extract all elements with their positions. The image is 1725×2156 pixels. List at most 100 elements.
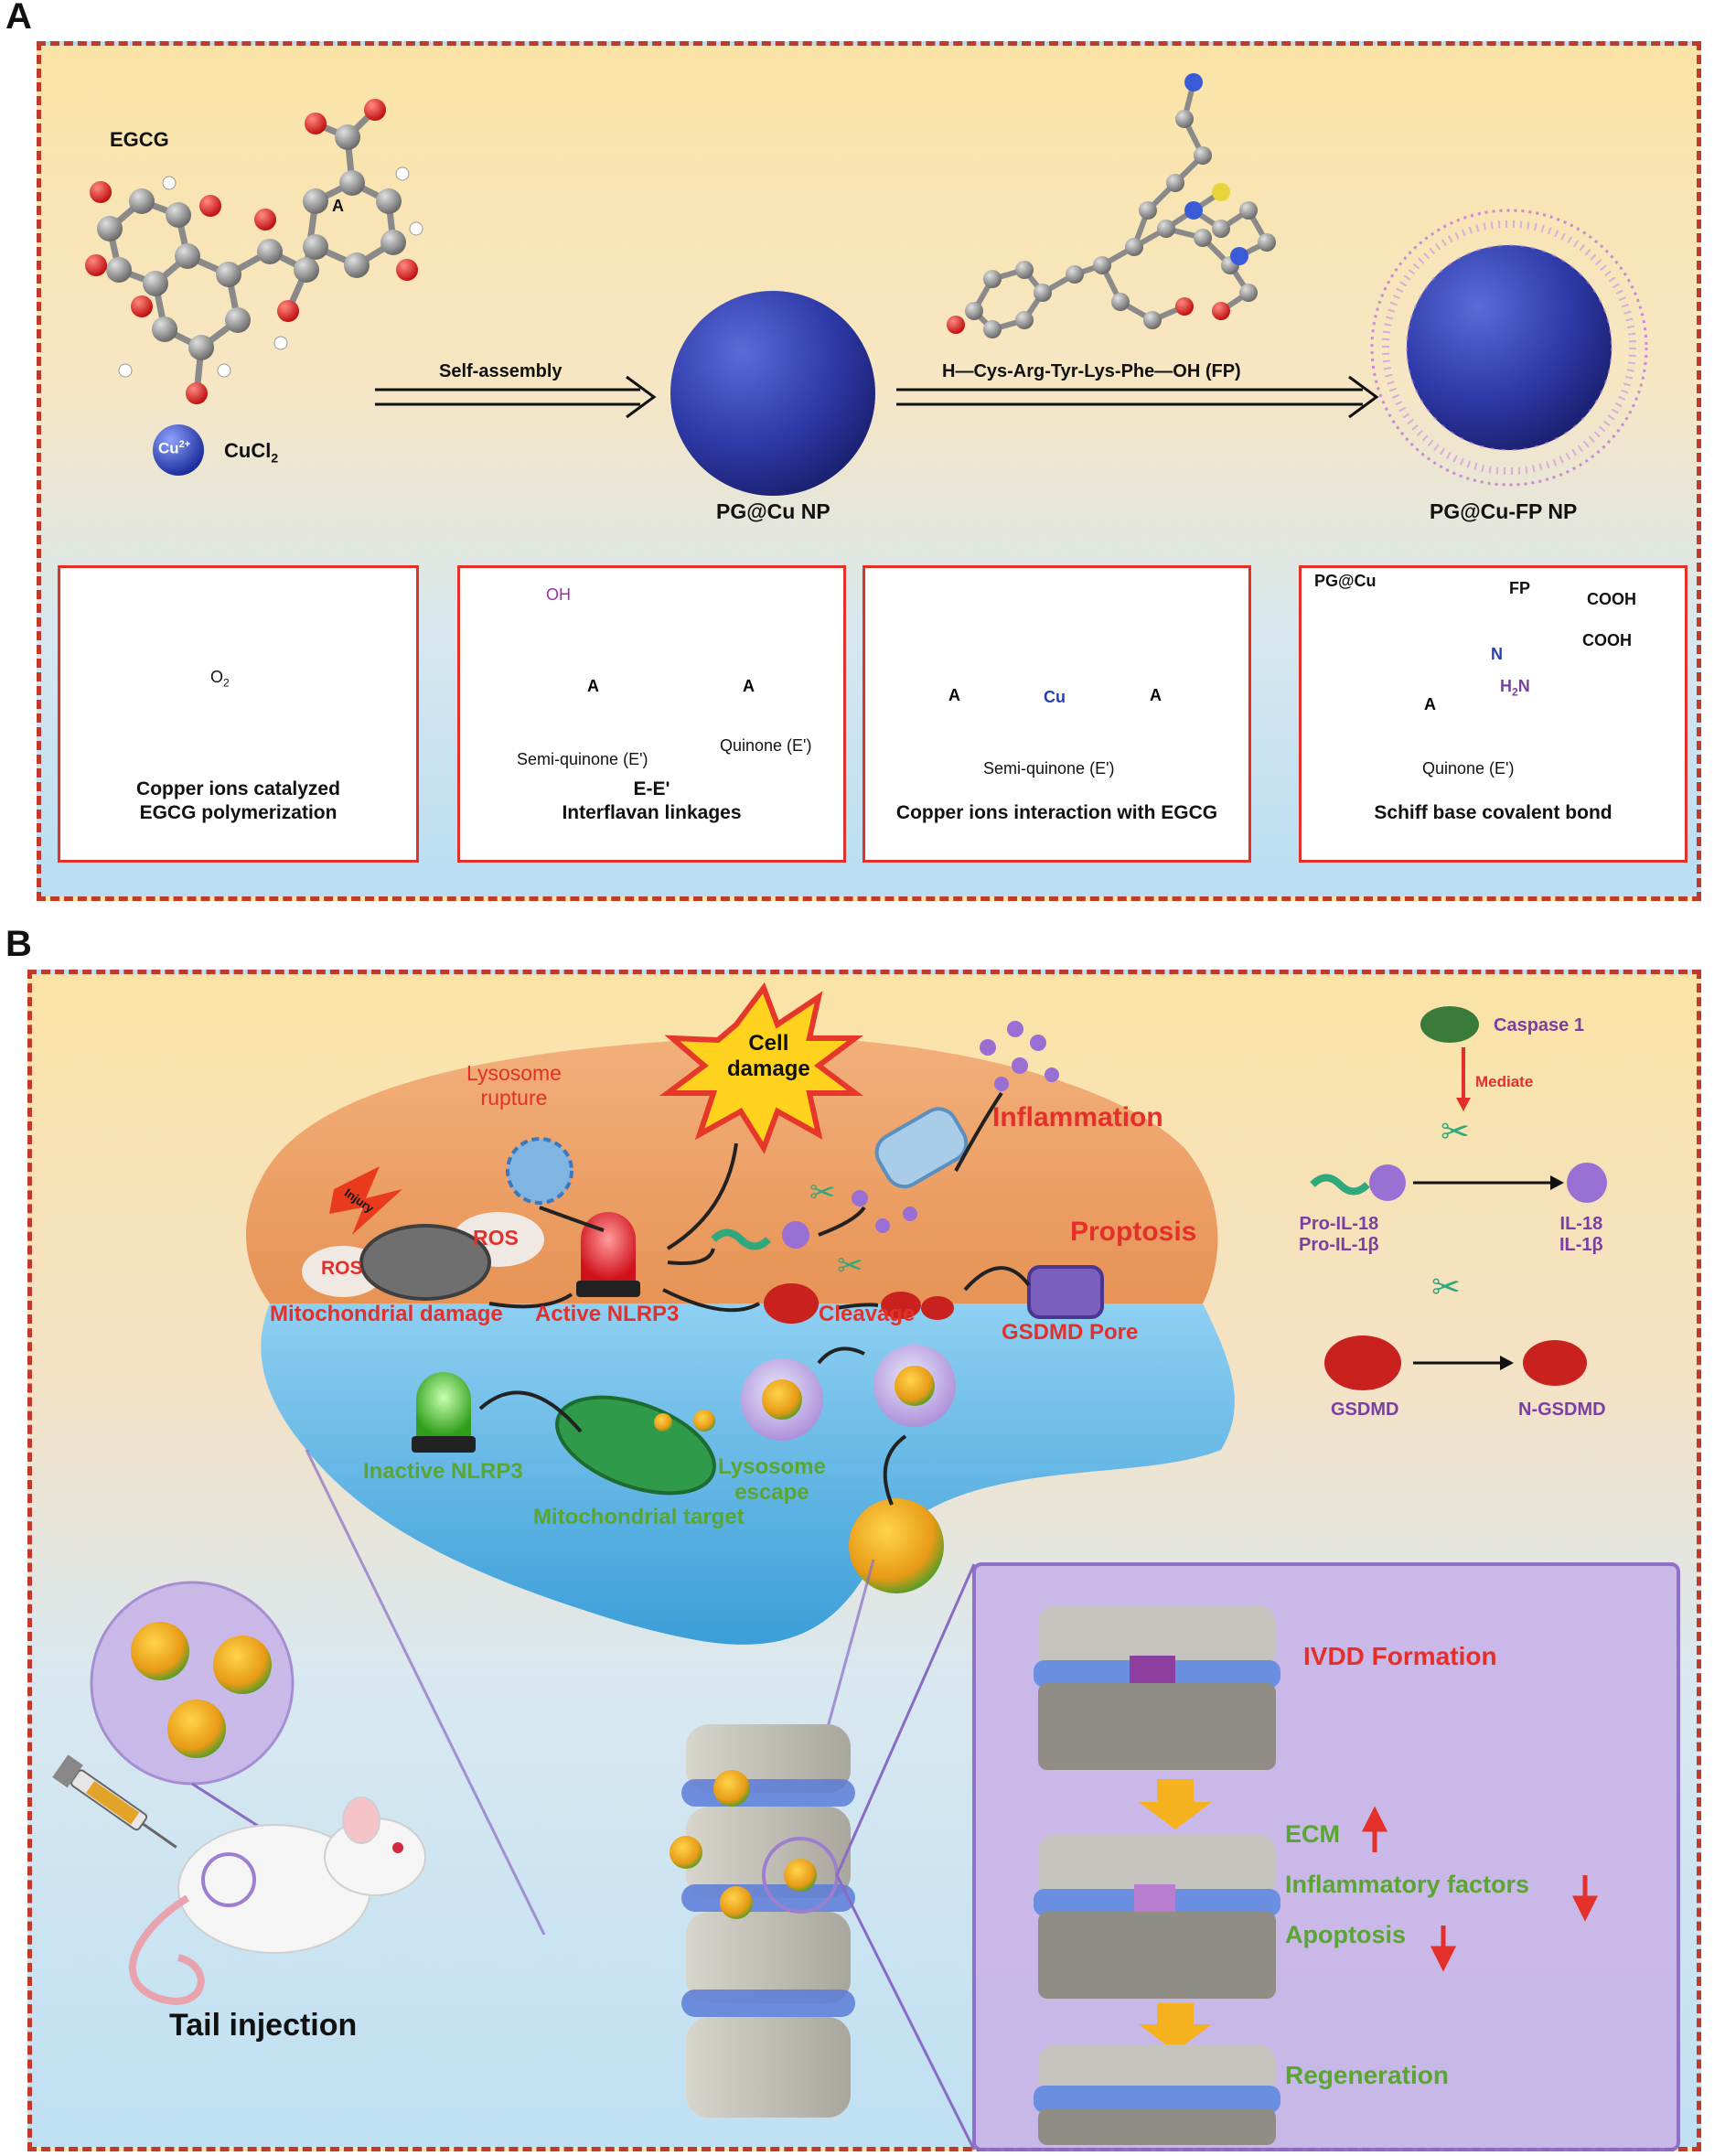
cleavage-label: Cleavage xyxy=(819,1302,916,1326)
progress-arrow-icon xyxy=(1139,1779,1212,1829)
pgcu-np-sphere-icon xyxy=(670,291,875,496)
mediate-label: Mediate xyxy=(1475,1073,1534,1090)
box4-h2n-label: H2N xyxy=(1500,677,1530,699)
mitochondrial-damage-label: Mitochondrial damage xyxy=(270,1302,503,1326)
gsdmd-protein-icon xyxy=(764,1283,819,1324)
inactive-nlrp3-alarm-icon xyxy=(412,1372,476,1453)
mouse-icon xyxy=(128,1797,426,2005)
regeneration-label: Regeneration xyxy=(1285,2061,1449,2089)
gsdmd-pore-icon xyxy=(1027,1265,1104,1319)
self-assembly-arrow-icon xyxy=(375,375,657,419)
n-gsdmd-label: N-GSDMD xyxy=(1518,1400,1606,1420)
box4-pgcu-label: PG@Cu xyxy=(1314,572,1377,590)
box1-caption-line2: EGCG polymerization xyxy=(139,802,338,823)
cu-ion-label: Cu2+ xyxy=(158,439,191,457)
apoptosis-down-arrow-icon xyxy=(1430,1925,1457,1972)
ivdd-formation-label: IVDD Formation xyxy=(1303,1642,1497,1670)
box-interflavan-linkages: E-E' Interflavan linkages xyxy=(457,565,846,863)
apoptosis-label: Apoptosis xyxy=(1285,1921,1406,1948)
ivdd-disc-stage-1-icon xyxy=(1034,1605,1280,1770)
pgcu-np-label: PG@Cu NP xyxy=(716,499,830,523)
panel-a-letter: A xyxy=(5,0,32,37)
inflammatory-factors-label: Inflammatory factors xyxy=(1285,1871,1530,1898)
n-gsdmd-protein-icon xyxy=(921,1296,954,1320)
inflammasome-icon xyxy=(874,1107,969,1189)
ivdd-disc-stage-3-icon xyxy=(1034,2044,1280,2145)
nanoparticle-icon xyxy=(849,1498,944,1593)
ros-label-1: ROS xyxy=(321,1258,363,1279)
pathway-arrows xyxy=(478,1091,1031,1506)
box3-ring-a-label: A xyxy=(948,686,960,704)
box4-n-label: N xyxy=(1491,645,1503,663)
il-icon xyxy=(1567,1163,1607,1203)
pgcu-fp-np-sphere-icon xyxy=(1370,209,1648,487)
box2-semi-quinone-label: Semi-quinone (E') xyxy=(517,750,648,768)
egcg-label: EGCG xyxy=(110,128,169,151)
gsdmd-legend-icon xyxy=(1324,1335,1401,1390)
gsdmd-label: GSDMD xyxy=(1331,1400,1399,1420)
fp-conjugation-arrow-icon xyxy=(896,375,1379,419)
panel-b: ✂ ✂ xyxy=(27,970,1701,2151)
ecm-up-arrow-icon xyxy=(1361,1806,1388,1852)
scissors-icon: ✂ xyxy=(837,1249,863,1283)
gsdmd-pore-label: GSDMD Pore xyxy=(1002,1320,1139,1345)
scissors-icon: ✂ xyxy=(1441,1113,1470,1152)
box4-caption: Schiff base covalent bond xyxy=(1374,802,1612,823)
box2-oh-label: OH xyxy=(546,585,571,604)
syringe-icon xyxy=(52,1754,177,1849)
panel-b-artwork: ✂ ✂ xyxy=(52,981,1680,2151)
fp-sequence-label: H—Cys-Arg-Tyr-Lys-Phe—OH (FP) xyxy=(942,361,1241,381)
caspase1-label: Caspase 1 xyxy=(1494,1015,1584,1035)
box2-ring-a-label: A xyxy=(587,677,599,695)
healthy-mitochondrion-icon xyxy=(555,1395,716,1496)
box3-semi-quinone-label: Semi-quinone (E') xyxy=(983,759,1115,778)
box3-caption: Copper ions interaction with EGCG xyxy=(895,802,1218,823)
n-gsdmd-legend-icon xyxy=(1523,1340,1587,1386)
cucl2-label: CuCl2 xyxy=(224,439,279,466)
ring-a-label: A xyxy=(332,197,344,215)
n-gsdmd-protein-icon xyxy=(881,1292,921,1319)
ecm-label: ECM xyxy=(1285,1820,1340,1848)
inactive-nlrp3-label: Inactive NLRP3 xyxy=(363,1459,523,1484)
pro-il-icon xyxy=(1310,1174,1370,1196)
scissors-icon: ✂ xyxy=(809,1175,836,1210)
tail-injection-label: Tail injection xyxy=(169,2008,358,2043)
inflammation-particles-icon xyxy=(852,1021,1059,1233)
fp-peptide-molecule-icon xyxy=(971,81,1271,333)
box2-caption-line2: Interflavan linkages xyxy=(562,802,742,823)
box1-caption-line1: Copper ions catalyzed xyxy=(136,778,340,799)
cu-ion-icon xyxy=(153,424,204,476)
box-copper-catalysis: Copper ions catalyzed EGCG polymerizatio… xyxy=(58,565,419,863)
active-nlrp3-alarm-icon xyxy=(576,1212,640,1297)
pgcu-fp-np-label: PG@Cu-FP NP xyxy=(1430,499,1578,523)
ros-label-2: ROS xyxy=(473,1226,519,1250)
cell-cytoplasm-bottom xyxy=(261,1303,1235,1645)
panel-a: EGCG A Cu2+ CuCl2 Self-assembly H—Cys-Ar… xyxy=(37,41,1701,901)
mitochondrial-target-label: Mitochondrial target xyxy=(533,1505,745,1529)
box3-cu-label: Cu xyxy=(1044,688,1066,706)
progress-arrow-icon xyxy=(1139,2003,1212,2052)
inflammatory-factors-down-arrow-icon xyxy=(1571,1875,1599,1922)
box4-cooh1-label: COOH xyxy=(1587,590,1636,608)
active-nlrp3-label: Active NLRP3 xyxy=(535,1302,680,1326)
panel-b-letter: B xyxy=(5,924,32,964)
spine-column-icon xyxy=(670,1724,855,2118)
injury-bolt-icon xyxy=(329,1166,402,1235)
egcg-molecule-icon xyxy=(106,107,397,394)
box2-quinone-label: Quinone (E') xyxy=(720,736,812,755)
box-schiff-base: Schiff base covalent bond xyxy=(1299,565,1688,863)
box4-ring-a-label: A xyxy=(1424,695,1436,713)
box4-fp-label: FP xyxy=(1509,579,1531,597)
ivdd-disc-stage-2-icon xyxy=(1034,1834,1280,1999)
cell-damage-burst-icon xyxy=(659,981,863,1154)
box4-quinone-label: Quinone (E') xyxy=(1422,759,1515,778)
box4-cooh2-label: COOH xyxy=(1582,631,1632,649)
box-copper-interaction: Copper ions interaction with EGCG xyxy=(862,565,1251,863)
inflammation-label: Inflammation xyxy=(992,1102,1163,1132)
box1-o2-label: O2 xyxy=(210,668,230,690)
damaged-mitochondrion-icon xyxy=(359,1224,491,1301)
